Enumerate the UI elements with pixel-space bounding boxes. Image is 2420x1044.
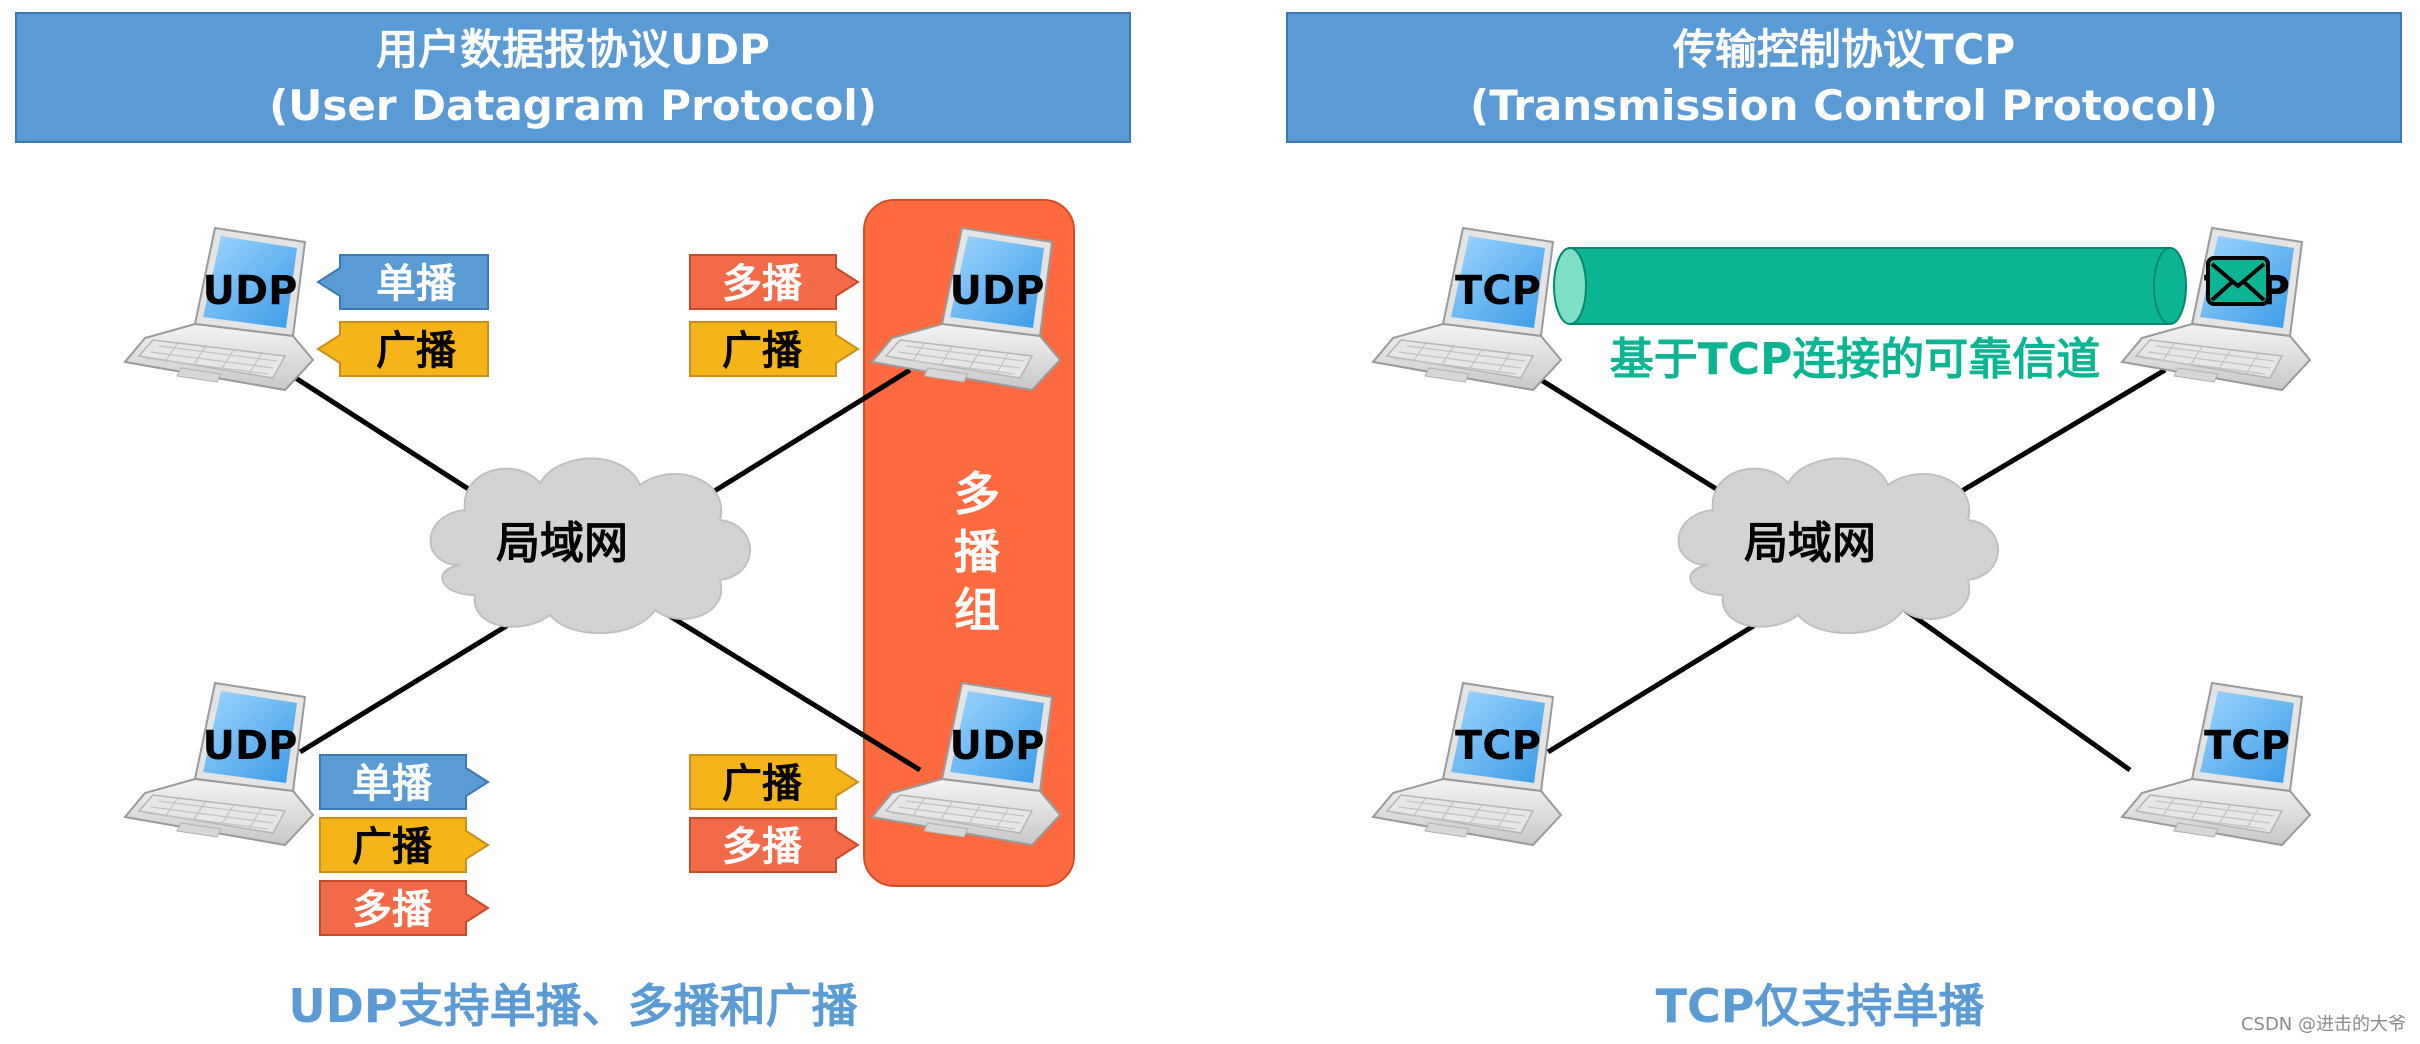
svg-text:单播: 单播 bbox=[376, 261, 457, 307]
svg-text:多播: 多播 bbox=[352, 887, 433, 933]
tag-multicast-in-group-top: 多播 bbox=[689, 254, 860, 310]
tcp-host-label: TCP bbox=[2204, 723, 2290, 769]
udp-header-bar bbox=[15, 12, 1131, 143]
svg-text:多播: 多播 bbox=[722, 824, 803, 870]
tag-broadcast-in: 广播 bbox=[316, 321, 489, 377]
udp-lan-label: 局域网 bbox=[496, 518, 628, 569]
udp-host-top-right: UDP bbox=[871, 227, 1061, 391]
svg-text:广播: 广播 bbox=[722, 761, 803, 807]
svg-text:广播: 广播 bbox=[352, 824, 433, 870]
tcp-host-bottom-right: TCP bbox=[2121, 682, 2311, 846]
tcp-panel: 传输控制协议TCP (Transmission Control Protocol… bbox=[1286, 12, 2402, 1033]
tcp-reliable-channel bbox=[1553, 247, 2187, 325]
tcp-caption: TCP仅支持单播 bbox=[1656, 979, 1986, 1033]
udp-title-line1: 用户数据报协议UDP bbox=[376, 25, 770, 74]
svg-text:单播: 单播 bbox=[352, 761, 433, 807]
svg-text:多播: 多播 bbox=[722, 261, 803, 307]
tag-unicast-in: 单播 bbox=[316, 254, 489, 310]
udp-host-label: UDP bbox=[950, 268, 1045, 314]
tcp-host-label: TCP bbox=[1455, 723, 1541, 769]
udp-host-label: UDP bbox=[203, 268, 298, 314]
udp-caption: UDP支持单播、多播和广播 bbox=[288, 979, 858, 1033]
tag-broadcast-out: 广播 bbox=[319, 817, 490, 873]
udp-host-bottom-right: UDP bbox=[871, 682, 1061, 846]
udp-host-label: UDP bbox=[950, 723, 1045, 769]
tag-multicast-in-group-bottom: 多播 bbox=[689, 817, 860, 873]
tcp-title-line1: 传输控制协议TCP bbox=[1672, 25, 2015, 74]
tag-unicast-out: 单播 bbox=[319, 754, 490, 810]
tcp-header-bar bbox=[1286, 12, 2402, 143]
tcp-links bbox=[1523, 367, 2167, 773]
udp-links bbox=[278, 365, 922, 773]
tag-broadcast-in-group-top: 广播 bbox=[689, 321, 860, 377]
multicast-group-char-1: 多 bbox=[954, 467, 1000, 521]
multicast-group-char-3: 组 bbox=[954, 583, 1000, 637]
tcp-host-bottom-left: TCP bbox=[1372, 682, 1562, 846]
svg-text:广播: 广播 bbox=[376, 328, 457, 374]
tcp-host-label: TCP bbox=[1455, 268, 1541, 314]
tcp-lan-label: 局域网 bbox=[1744, 518, 1876, 569]
udp-host-bottom-left: UDP bbox=[124, 682, 314, 846]
watermark: CSDN @进击的大爷 bbox=[2241, 1014, 2406, 1035]
tcp-channel-label: 基于TCP连接的可靠信道 bbox=[1610, 334, 2101, 385]
tag-broadcast-in-group-bottom: 广播 bbox=[689, 754, 860, 810]
multicast-group-char-2: 播 bbox=[954, 525, 1001, 579]
envelope-icon bbox=[2206, 256, 2270, 306]
svg-text:广播: 广播 bbox=[722, 328, 803, 374]
udp-host-top-left: UDP bbox=[124, 227, 314, 391]
udp-host-label: UDP bbox=[203, 723, 298, 769]
udp-panel: 用户数据报协议UDP (User Datagram Protocol) 多 播 … bbox=[15, 12, 1131, 1033]
tcp-host-top-left: TCP bbox=[1372, 227, 1562, 391]
udp-title-line2: (User Datagram Protocol) bbox=[269, 81, 877, 130]
tcp-title-line2: (Transmission Control Protocol) bbox=[1470, 81, 2218, 130]
tag-multicast-out: 多播 bbox=[319, 880, 490, 936]
